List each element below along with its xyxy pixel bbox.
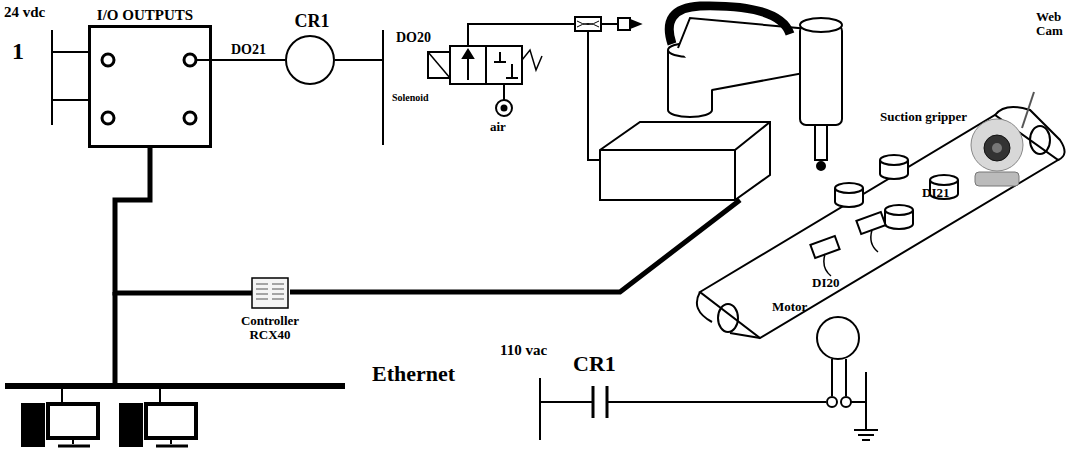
ground	[854, 429, 878, 431]
part	[835, 155, 958, 229]
contact-name: CR1	[573, 352, 616, 376]
part-name: Solenoid	[392, 92, 429, 103]
signal-name: DO20	[396, 30, 431, 45]
solenoid-coil	[428, 52, 450, 78]
terminal	[184, 54, 196, 66]
sensor	[810, 212, 885, 276]
part-name: Web Cam	[1036, 10, 1084, 39]
part-name: Motor	[772, 300, 807, 314]
signal-wire	[212, 59, 285, 61]
io-output-module: I/O OUTPUTS	[88, 25, 212, 148]
conveyor	[697, 107, 1065, 338]
rail	[865, 372, 867, 430]
ethernet-bus	[5, 383, 345, 389]
valve	[450, 46, 486, 84]
terminal	[102, 112, 114, 124]
part-name: Suction gripper	[880, 110, 967, 124]
muffler	[618, 18, 630, 30]
rail	[51, 30, 53, 125]
node-label: CR1	[295, 12, 330, 32]
cable	[115, 148, 252, 293]
relay-coil: CR1	[285, 35, 335, 85]
voltage-label: 110 vac	[500, 342, 547, 359]
terminal	[184, 112, 196, 124]
rail	[539, 378, 541, 440]
signal-name: DI21	[922, 186, 949, 200]
computer	[22, 404, 196, 446]
rung-number: 1	[12, 38, 24, 64]
contact	[592, 386, 595, 418]
signal-name: DO21	[231, 42, 266, 57]
part-name: air	[490, 120, 506, 134]
rail	[382, 30, 384, 145]
terminal	[102, 54, 114, 66]
controller: Controller RCX40	[252, 278, 288, 308]
web-cam	[971, 92, 1034, 186]
flow-restrictor	[575, 17, 601, 31]
voltage-label: 24 vdc	[4, 4, 45, 21]
node-label: I/O OUTPUTS	[97, 7, 193, 24]
signal-name: DI20	[812, 276, 839, 290]
cable	[290, 200, 740, 292]
motor	[817, 317, 859, 359]
scara-robot	[600, 6, 842, 200]
network-name: Ethernet	[372, 362, 455, 386]
node-label: Controller RCX40	[232, 314, 308, 343]
